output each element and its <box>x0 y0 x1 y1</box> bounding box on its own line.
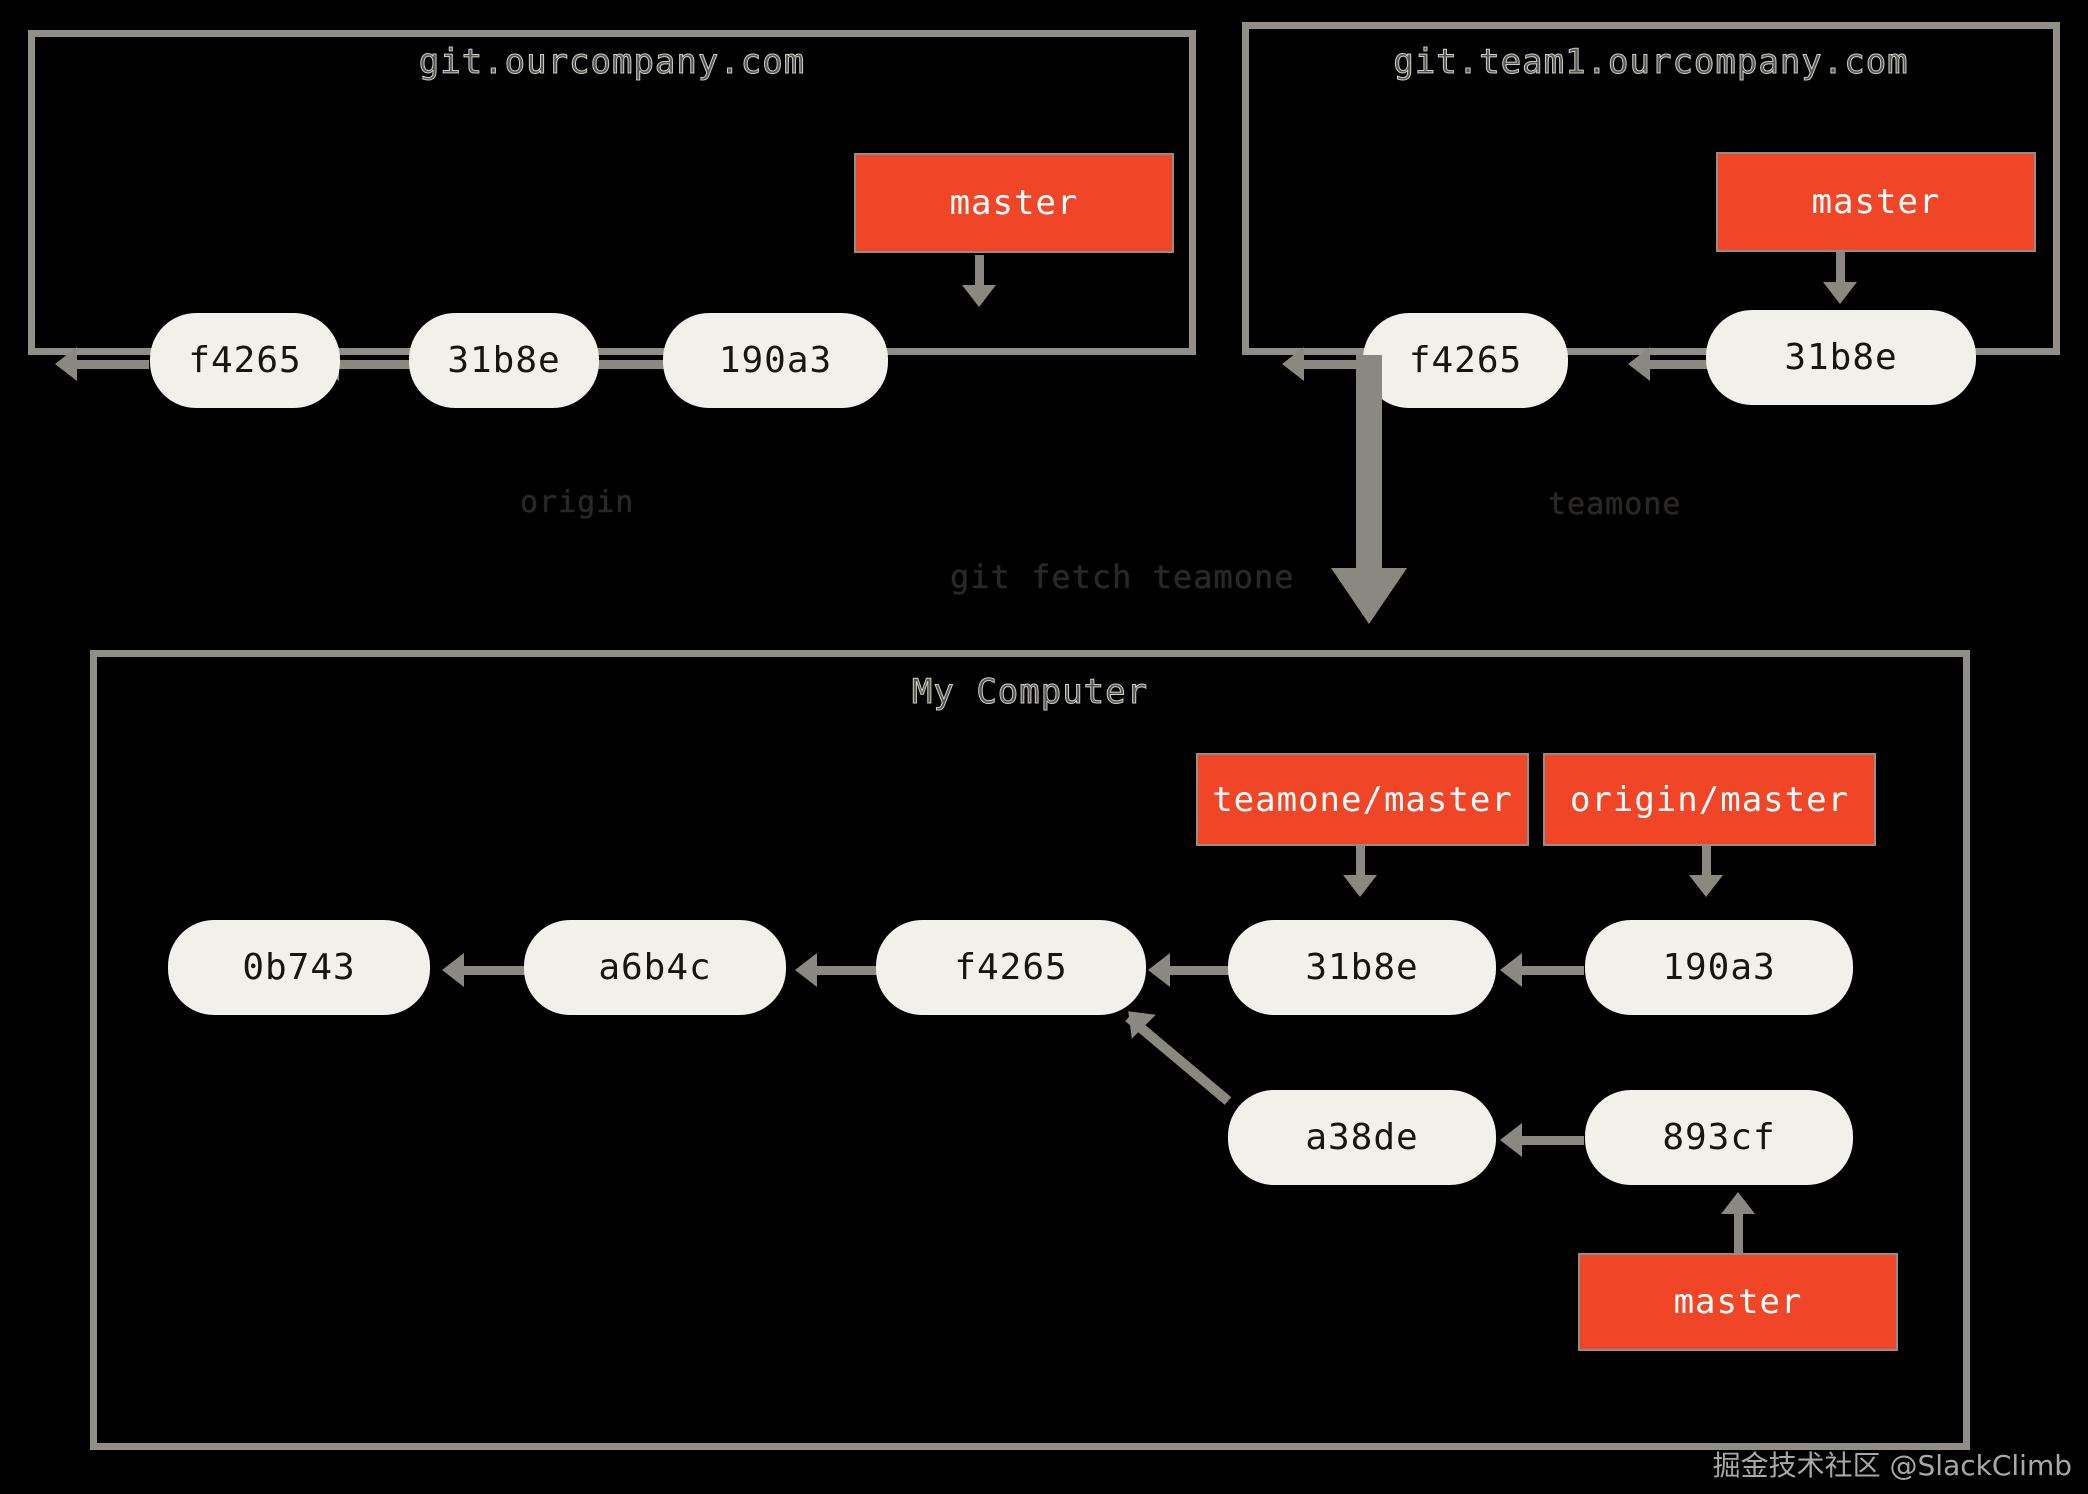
commit-node[interactable]: a6b4c <box>524 920 786 1015</box>
watermark: 掘金技术社区 @SlackClimb <box>1712 1449 2072 1482</box>
branch-label-origin-master[interactable]: origin/master <box>1543 753 1876 846</box>
edge-line <box>1522 966 1584 975</box>
arrow-left-icon <box>55 347 77 381</box>
panel-teamone-title: git.team1.ourcompany.com <box>1393 42 1909 83</box>
edge-line <box>77 360 149 369</box>
commit-node[interactable]: f4265 <box>150 313 340 408</box>
arrow-down-icon <box>1689 875 1723 897</box>
edge-line <box>1356 845 1365 887</box>
commit-node[interactable]: 190a3 <box>1585 920 1853 1015</box>
edge-line <box>339 360 411 369</box>
panel-origin-title: git.ourcompany.com <box>418 42 806 83</box>
commit-node[interactable]: 31b8e <box>1228 920 1496 1015</box>
arrow-left-icon <box>795 953 817 987</box>
remote-caption-origin: origin <box>520 485 635 520</box>
arrow-left-icon <box>1628 347 1650 381</box>
arrow-left-icon <box>442 953 464 987</box>
arrow-down-icon <box>962 285 996 307</box>
edge-line <box>1304 360 1364 369</box>
edge-line <box>1170 966 1238 975</box>
commit-node[interactable]: f4265 <box>876 920 1146 1015</box>
arrow-down-icon <box>1823 282 1857 304</box>
arrow-left-icon <box>1500 953 1522 987</box>
commit-node[interactable]: 190a3 <box>663 313 888 408</box>
commit-node[interactable]: f4265 <box>1363 313 1568 408</box>
commit-node[interactable]: 31b8e <box>409 313 599 408</box>
commit-node[interactable]: 893cf <box>1585 1090 1853 1185</box>
commit-node[interactable]: 31b8e <box>1706 310 1976 405</box>
arrow-left-icon <box>1148 953 1170 987</box>
fetch-arrow-shaft <box>1356 355 1382 570</box>
edge-line <box>1734 1200 1743 1255</box>
commit-node[interactable]: 0b743 <box>168 920 430 1015</box>
branch-label-master[interactable]: master <box>1716 152 2036 252</box>
edge-line <box>975 255 984 297</box>
remote-caption-teamone: teamone <box>1548 487 1682 522</box>
panel-local-title: My Computer <box>911 672 1149 713</box>
arrow-down-icon <box>1343 875 1377 897</box>
edge-line <box>464 966 534 975</box>
edge-line <box>1836 252 1845 294</box>
branch-label-master[interactable]: master <box>854 153 1174 253</box>
edge-line <box>1522 1136 1584 1145</box>
arrow-left-icon <box>1500 1123 1522 1157</box>
branch-label-teamone-master[interactable]: teamone/master <box>1196 753 1529 846</box>
commit-node[interactable]: a38de <box>1228 1090 1496 1185</box>
edge-line <box>1702 845 1711 887</box>
fetch-command-label: git fetch teamone <box>950 558 1295 596</box>
arrow-left-icon <box>1282 347 1304 381</box>
edge-line <box>817 966 885 975</box>
edge-line <box>592 360 664 369</box>
edge-line <box>1650 360 1708 369</box>
fetch-arrow-head-icon <box>1331 568 1407 624</box>
branch-label-master[interactable]: master <box>1578 1253 1898 1351</box>
arrow-up-icon <box>1721 1192 1755 1214</box>
